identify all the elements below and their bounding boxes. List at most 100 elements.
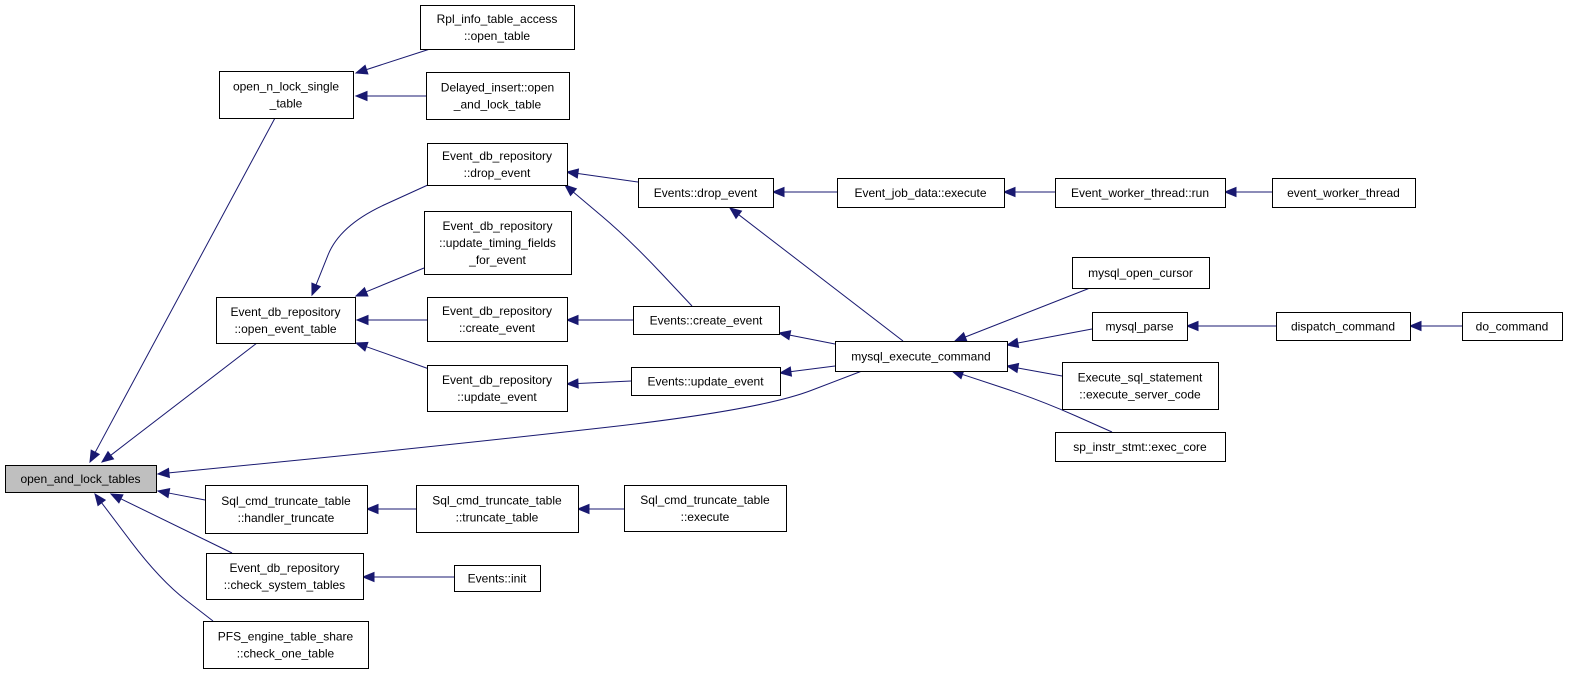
node-mysql_parse[interactable]: mysql_parse xyxy=(1092,312,1188,341)
node-open_and_lock_tables[interactable]: open_and_lock_tables xyxy=(5,465,157,493)
node-label-line: _table xyxy=(269,97,303,111)
node-box xyxy=(203,621,369,669)
edge-mysql_execute_command-to-events_update_event xyxy=(778,365,836,377)
arrowhead-icon xyxy=(354,90,368,102)
node-label-line: Event_db_repository xyxy=(442,304,552,318)
node-label-line: mysql_execute_command xyxy=(851,350,990,364)
node-label-line: ::check_system_tables xyxy=(224,578,345,592)
edge-execute_sql_statement-to-mysql_execute_command xyxy=(1005,362,1063,377)
node-pfs_check_one_table[interactable]: PFS_engine_table_share::check_one_table xyxy=(203,621,369,669)
node-event_worker_thread_run[interactable]: Event_worker_thread::run xyxy=(1055,178,1226,208)
node-box xyxy=(1055,432,1226,462)
node-edr_create_event[interactable]: Event_db_repository::create_event xyxy=(427,297,568,342)
node-box xyxy=(624,485,787,532)
node-box xyxy=(631,367,781,396)
node-sct_handler_truncate[interactable]: Sql_cmd_truncate_table::handler_truncate xyxy=(205,485,368,534)
node-box xyxy=(424,211,572,275)
arrowhead-icon xyxy=(771,186,785,198)
node-box xyxy=(454,565,541,592)
arrowhead-icon xyxy=(728,207,743,220)
node-label-line: Event_db_repository xyxy=(442,219,552,233)
node-label-line: Delayed_insert::open xyxy=(441,81,554,95)
node-label-line: Execute_sql_statement xyxy=(1078,371,1203,385)
arrowhead-icon xyxy=(1005,337,1020,349)
arrowhead-icon xyxy=(311,282,322,297)
node-do_command[interactable]: do_command xyxy=(1462,312,1563,341)
node-label-line: Event_db_repository xyxy=(229,561,339,575)
edge-line xyxy=(366,346,433,371)
node-sct_execute[interactable]: Sql_cmd_truncate_table::execute xyxy=(624,485,787,532)
arrowhead-icon xyxy=(565,168,580,179)
node-sp_instr_stmt_exec_core[interactable]: sp_instr_stmt::exec_core xyxy=(1055,432,1226,462)
edge-edr_update_event-to-edr_open_event_table xyxy=(354,341,433,371)
node-events_init[interactable]: Events::init xyxy=(454,565,541,592)
edge-line xyxy=(315,183,431,285)
edge-events_update_event-to-edr_update_event xyxy=(565,378,632,389)
node-label-line: Sql_cmd_truncate_table xyxy=(640,493,770,507)
edge-line xyxy=(168,492,206,501)
node-box xyxy=(416,485,579,533)
edge-edr_create_event-to-edr_open_event_table xyxy=(355,314,427,326)
node-label-line: ::handler_truncate xyxy=(238,511,335,525)
node-label-line: Event_worker_thread::run xyxy=(1071,186,1209,200)
node-mysql_open_cursor[interactable]: mysql_open_cursor xyxy=(1072,257,1210,289)
node-label-line: ::check_one_table xyxy=(237,647,335,661)
node-edr_drop_event[interactable]: Event_db_repository::drop_event xyxy=(427,143,568,186)
edge-dispatch_command-to-mysql_parse xyxy=(1185,320,1276,332)
arrowhead-icon xyxy=(778,366,793,377)
node-sct_truncate_table[interactable]: Sql_cmd_truncate_table::truncate_table xyxy=(416,485,579,533)
node-box xyxy=(5,465,157,493)
edge-event_worker_thread-to-event_worker_thread_run xyxy=(1223,186,1272,198)
node-box xyxy=(420,5,575,50)
edge-mysql_parse-to-mysql_execute_command xyxy=(1005,328,1093,349)
arrowhead-icon xyxy=(100,450,115,463)
node-events_drop_event[interactable]: Events::drop_event xyxy=(638,178,774,208)
arrowhead-icon xyxy=(354,286,369,297)
node-rpl_info_open_table[interactable]: Rpl_info_table_access::open_table xyxy=(420,5,575,50)
edge-open_n_lock_single_table-to-open_and_lock_tables xyxy=(89,117,276,464)
node-edr_check_system_tables[interactable]: Event_db_repository::check_system_tables xyxy=(206,553,364,600)
edge-mysql_execute_command-to-events_create_event xyxy=(777,330,836,345)
node-events_update_event[interactable]: Events::update_event xyxy=(631,367,781,396)
node-edr_update_event[interactable]: Event_db_repository::update_event xyxy=(427,365,568,412)
node-box xyxy=(1062,362,1219,410)
node-label-line: Rpl_info_table_access xyxy=(437,12,558,26)
arrowhead-icon xyxy=(777,330,792,341)
edge-edr_drop_event-to-edr_open_event_table xyxy=(311,183,431,297)
node-edr_update_timing[interactable]: Event_db_repository::update_timing_field… xyxy=(424,211,572,275)
arrowhead-icon xyxy=(354,341,369,352)
node-label-line: ::truncate_table xyxy=(456,511,539,525)
node-event_worker_thread[interactable]: event_worker_thread xyxy=(1272,178,1416,208)
edge-line xyxy=(577,380,632,384)
node-events_create_event[interactable]: Events::create_event xyxy=(633,306,780,335)
node-open_n_lock_single_table[interactable]: open_n_lock_single _table xyxy=(219,71,354,119)
arrowhead-icon xyxy=(365,503,379,515)
edge-line xyxy=(789,334,836,345)
node-label-line: ::execute xyxy=(681,510,730,524)
node-delayed_insert_open[interactable]: Delayed_insert::open_and_lock_table xyxy=(426,72,570,120)
edge-events_drop_event-to-edr_drop_event xyxy=(565,168,639,183)
arrowhead-icon xyxy=(563,184,578,197)
node-box xyxy=(427,365,568,412)
node-mysql_execute_command[interactable]: mysql_execute_command xyxy=(835,341,1008,372)
node-dispatch_command[interactable]: dispatch_command xyxy=(1276,312,1411,341)
node-label-line: mysql_open_cursor xyxy=(1088,266,1193,280)
node-label-line: open_n_lock_single xyxy=(233,80,339,94)
node-edr_open_event_table[interactable]: Event_db_repository::open_event_table xyxy=(216,297,356,344)
edge-line xyxy=(1017,367,1063,377)
arrowhead-icon xyxy=(1002,186,1016,198)
node-box xyxy=(1462,312,1563,341)
edge-mysql_execute_command-to-open_and_lock_tables xyxy=(156,370,863,479)
arrowhead-icon xyxy=(156,487,171,499)
node-label-line: ::drop_event xyxy=(464,166,531,180)
node-event_job_data_execute[interactable]: Event_job_data::execute xyxy=(837,178,1005,208)
edge-line xyxy=(120,498,233,554)
arrowhead-icon xyxy=(565,378,579,389)
edge-line xyxy=(738,214,904,342)
edge-events_create_event-to-edr_drop_event xyxy=(563,184,693,307)
node-box xyxy=(638,178,774,208)
edge-line xyxy=(168,370,863,474)
node-box xyxy=(1092,312,1188,341)
node-execute_sql_statement[interactable]: Execute_sql_statement::execute_server_co… xyxy=(1062,362,1219,410)
